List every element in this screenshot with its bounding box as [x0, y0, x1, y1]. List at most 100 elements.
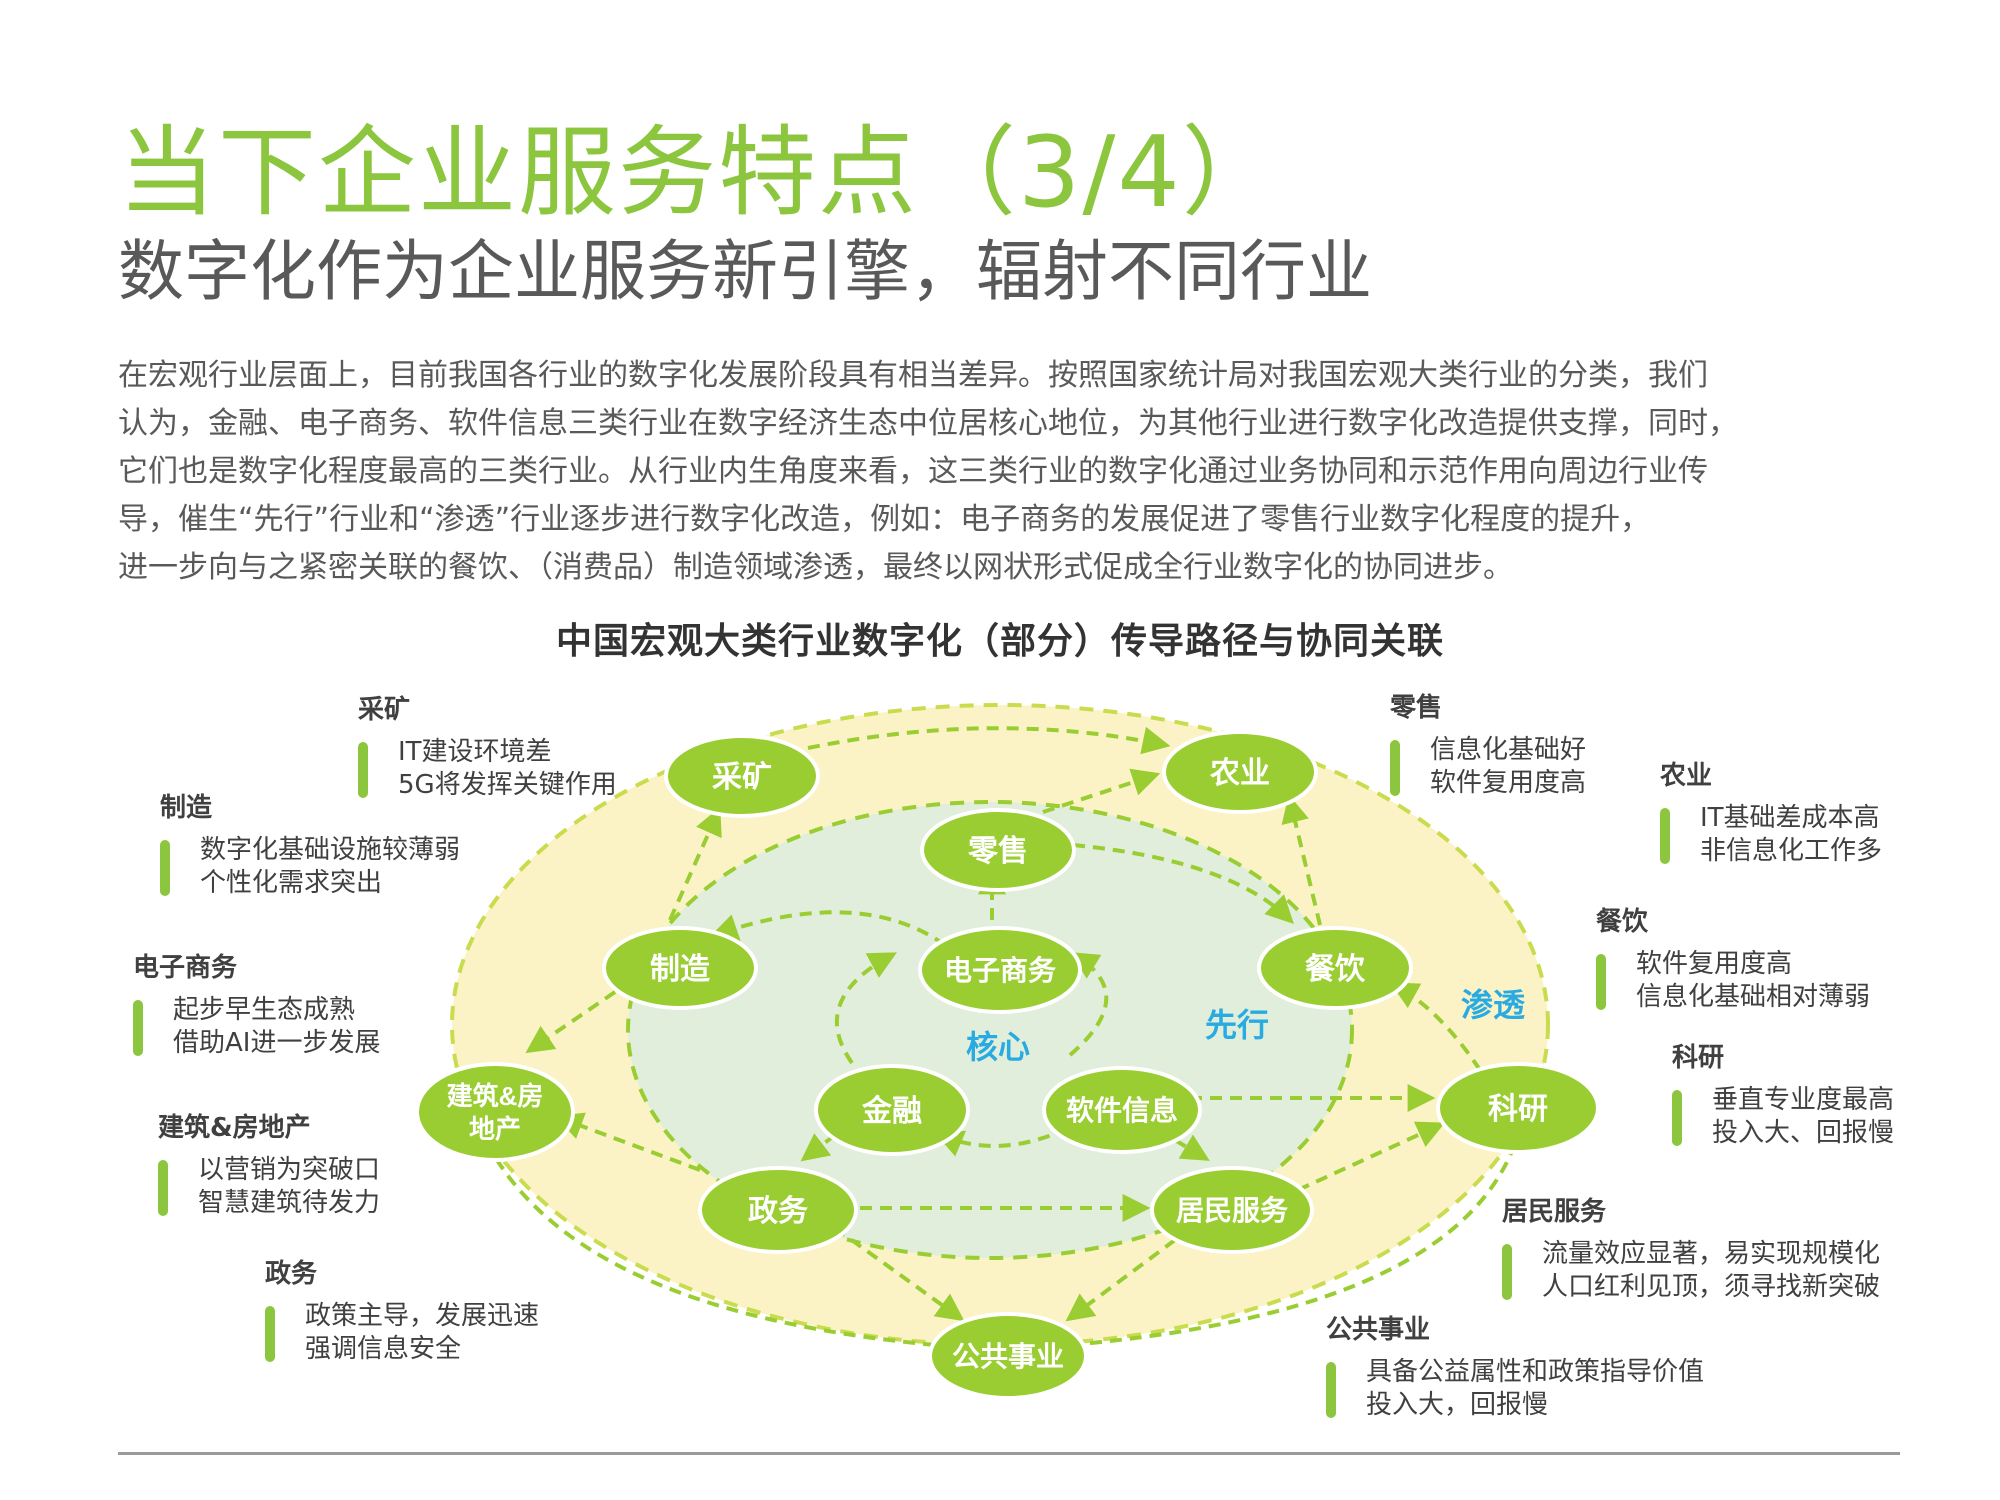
- node-manufacturing: [602, 926, 758, 1010]
- node-public-utilities: [928, 1312, 1088, 1400]
- arrow-government-public: [833, 1226, 965, 1322]
- arrow-catering-agriculture: [1281, 794, 1322, 926]
- zone-label-penetrating: 渗透: [1461, 987, 1525, 1023]
- diagram-title: 中国宏观大类行业数字化（部分）传导路径与协同关联: [555, 621, 1444, 662]
- annotation-agriculture: 农业 IT基础差成本高 非信息化工作多: [1660, 760, 1882, 868]
- annotation-line: 5G将发挥关键作用: [398, 770, 617, 800]
- annotation-bar: [1596, 954, 1606, 1010]
- annotation-title: 电子商务: [133, 953, 238, 983]
- annotation-line: 智慧建筑待发力: [198, 1188, 381, 1218]
- arrow-public-research: [1069, 1122, 1528, 1347]
- annotation-line: 信息化基础相对薄弱: [1636, 982, 1871, 1012]
- node-label-agriculture: 农业: [1209, 757, 1270, 790]
- zone-label-core: 核心: [966, 1029, 1030, 1065]
- annotation-title: 零售: [1390, 693, 1443, 723]
- intro-line: 进一步向与之紧密关联的餐饮、（消费品）制造领域渗透，最终以网状形式促成全行业数字…: [118, 550, 1513, 585]
- node-label-finance: 金融: [861, 1094, 922, 1128]
- annotation-line: 借助AI进一步发展: [173, 1028, 381, 1058]
- node-label-government: 政务: [748, 1195, 808, 1228]
- annotation-government: 政务 政策主导，发展迅速 强调信息安全: [265, 1258, 539, 1366]
- annotation-line: 投入大，回报慢: [1366, 1390, 1549, 1420]
- arrow-core-loop-bottom: [934, 1126, 1069, 1157]
- node-mining: [664, 734, 820, 818]
- annotation-line: IT建设环境差: [398, 737, 552, 767]
- intro-paragraph: 在宏观行业层面上，目前我国各行业的数字化发展阶段具有相当差异。按照国家统计局对我…: [118, 352, 1738, 592]
- annotation-line: 数字化基础设施较薄弱: [200, 835, 461, 865]
- arrow-retail-catering: [1072, 843, 1294, 924]
- node-construction: [415, 1062, 575, 1162]
- annotation-bar: [160, 840, 170, 896]
- arrow-manufacturing-construction: [525, 990, 617, 1054]
- arrow-mining-agriculture: [807, 726, 1171, 755]
- page-title: 当下企业服务特点（3/4）: [118, 116, 1282, 230]
- arrow-core-loop-left: [835, 952, 897, 1065]
- arrow-ecommerce-manufacturing: [709, 910, 947, 947]
- annotation-line: 软件复用度高: [1430, 768, 1587, 798]
- annotation-bar: [158, 1160, 168, 1216]
- node-government: [698, 1166, 858, 1254]
- annotation-bar: [1326, 1362, 1336, 1418]
- annotation-title: 居民服务: [1502, 1197, 1607, 1227]
- annotation-line: 垂直专业度最高: [1712, 1085, 1895, 1115]
- zone-label-leading: 先行: [1205, 1007, 1269, 1043]
- node-label-software: 软件信息: [1066, 1094, 1178, 1126]
- intro-line: 它们也是数字化程度最高的三类行业。从行业内生角度来看，这三类行业的数字化通过业务…: [118, 454, 1708, 489]
- annotation-catering: 餐饮 软件复用度高 信息化基础相对薄弱: [1596, 906, 1870, 1014]
- annotation-resident-services: 居民服务 流量效应显著，易实现规模化 人口红利见顶，须寻找新突破: [1502, 1196, 1880, 1304]
- annotation-line: IT基础差成本高: [1700, 803, 1880, 833]
- node-research: [1436, 1062, 1600, 1154]
- annotation-line: 投入大、回报慢: [1712, 1118, 1895, 1148]
- arrow-finance-government: [800, 1133, 837, 1162]
- annotation-title: 政务: [265, 1259, 318, 1289]
- arrow-resident-public: [1065, 1238, 1177, 1322]
- annotation-bar: [1672, 1090, 1682, 1146]
- annotation-bar: [265, 1306, 275, 1362]
- node-label-research: 科研: [1488, 1093, 1548, 1126]
- annotation-title: 农业: [1660, 761, 1713, 791]
- annotation-line: 个性化需求突出: [200, 868, 383, 898]
- annotation-line: 以营销为突破口: [198, 1155, 381, 1185]
- annotation-mining: 采矿 IT建设环境差 5G将发挥关键作用: [358, 694, 617, 802]
- node-label-public-utilities: 公共事业: [952, 1341, 1064, 1372]
- bottom-divider: [118, 1452, 1900, 1455]
- arrow-government-construction: [554, 1112, 701, 1172]
- page-subtitle: 数字化作为企业服务新引擎，辐射不同行业: [118, 233, 1372, 310]
- node-agriculture: [1162, 730, 1318, 814]
- annotation-ecommerce: 电子商务 起步早生态成熟 借助AI进一步发展: [133, 952, 380, 1060]
- node-finance: [814, 1064, 970, 1156]
- intro-line: 在宏观行业层面上，目前我国各行业的数字化发展阶段具有相当差异。按照国家统计局对我…: [118, 358, 1708, 393]
- annotation-title: 科研: [1672, 1043, 1725, 1073]
- arrow-research-catering: [1390, 982, 1482, 1072]
- annotation-line: 政策主导，发展迅速: [305, 1301, 540, 1331]
- node-label-mining: 采矿: [712, 760, 772, 794]
- annotation-line: 流量效应显著，易实现规模化: [1542, 1239, 1881, 1269]
- annotation-line: 具备公益属性和政策指导价值: [1366, 1357, 1705, 1387]
- annotation-construction: 建筑&房地产 以营销为突破口 智慧建筑待发力: [158, 1112, 380, 1220]
- annotation-bar: [133, 1000, 143, 1056]
- intro-line: 认为，金融、电子商务、软件信息三类行业在数字经济生态中位居核心地位，为其他行业进…: [118, 406, 1738, 441]
- annotation-bar: [358, 742, 368, 798]
- node-catering: [1257, 926, 1413, 1010]
- annotation-title: 公共事业: [1326, 1315, 1431, 1345]
- node-label-construction-2: 地产: [469, 1114, 521, 1144]
- annotation-title: 采矿: [358, 695, 411, 725]
- annotation-line: 软件复用度高: [1636, 949, 1793, 979]
- annotation-title: 制造: [160, 793, 213, 823]
- annotation-retail: 零售 信息化基础好 软件复用度高: [1390, 692, 1586, 800]
- node-label-manufacturing: 制造: [650, 953, 710, 986]
- arrow-core-loop-right: [1068, 952, 1109, 1057]
- annotation-bar: [1390, 740, 1400, 796]
- node-resident-services: [1150, 1166, 1314, 1254]
- node-label-construction-1: 建筑&房: [447, 1081, 544, 1111]
- annotation-line: 强调信息安全: [305, 1334, 462, 1364]
- annotation-public-utilities: 公共事业 具备公益属性和政策指导价值 投入大，回报慢: [1326, 1314, 1704, 1422]
- annotation-line: 起步早生态成熟: [173, 995, 356, 1025]
- annotation-bar: [1660, 808, 1670, 864]
- annotation-bar: [1502, 1244, 1512, 1300]
- annotation-line: 人口红利见顶，须寻找新突破: [1542, 1272, 1881, 1302]
- arrow-public-construction: [476, 1122, 936, 1347]
- node-retail: [920, 808, 1076, 892]
- annotation-research: 科研 垂直专业度最高 投入大、回报慢: [1672, 1042, 1894, 1150]
- annotation-manufacturing: 制造 数字化基础设施较薄弱 个性化需求突出: [160, 792, 460, 900]
